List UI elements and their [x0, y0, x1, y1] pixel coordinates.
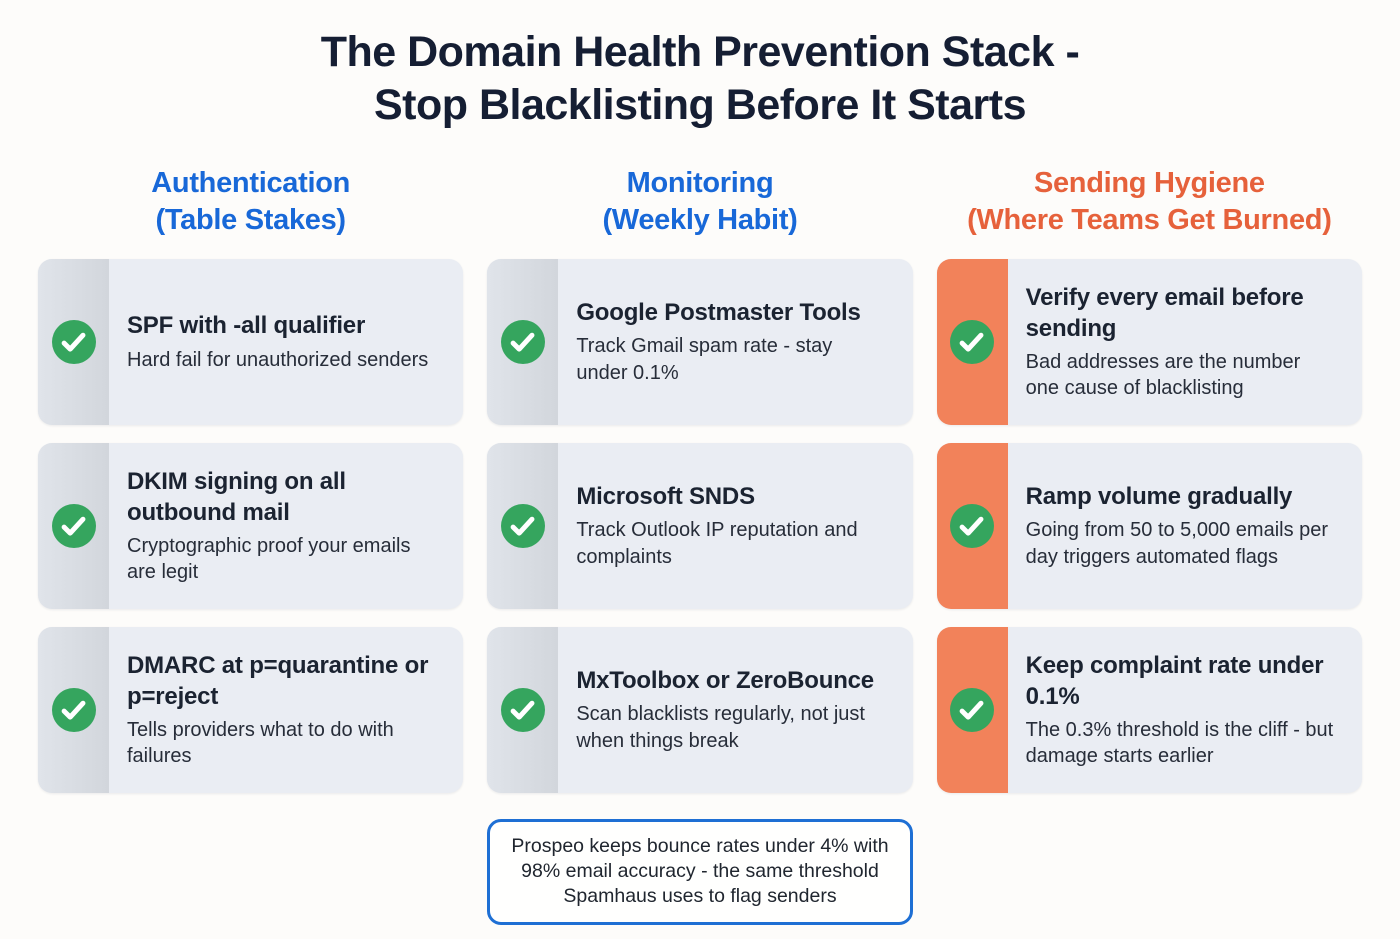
column-header-line-1: Sending Hygiene — [1033, 166, 1265, 199]
card-description: Bad addresses are the number one cause o… — [1025, 350, 1301, 400]
check-icon — [51, 503, 96, 548]
column-header-line-2: (Weekly Habit) — [602, 204, 798, 237]
column-header-sending-hygiene: Sending Hygiene (Where Teams Get Burned) — [937, 165, 1362, 242]
card-description: Hard fail for unauthorized senders — [127, 348, 429, 371]
card-description: The 0.3% threshold is the cliff - but da… — [1025, 718, 1334, 768]
card-sending-hygiene-3: Keep complaint rate under 0.1% The 0.3% t… — [936, 626, 1362, 793]
card-accent-strip — [487, 626, 559, 793]
card-accent-strip — [38, 626, 109, 793]
card-title: SPF with -all qualifier — [127, 312, 366, 340]
page-title: The Domain Health Prevention Stack - Stop… — [0, 26, 1400, 133]
columns-grid: Authentication (Table Stakes) SPF with -al… — [0, 165, 1400, 793]
card-description: Going from 50 to 5,000 emails per day tr… — [1025, 519, 1329, 568]
check-icon — [51, 319, 96, 364]
card-accent-strip — [487, 442, 559, 609]
page-title-line-1: The Domain Health Prevention Stack - — [320, 28, 1080, 76]
card-accent-strip — [487, 258, 559, 425]
card-title: Verify every email before sending — [1025, 283, 1304, 342]
check-icon — [500, 319, 545, 364]
card-description: Tells providers what to do with failures — [127, 718, 394, 768]
card-description: Scan blacklists regularly, not just when… — [576, 703, 865, 752]
card-title: Google Postmaster Tools — [576, 299, 861, 327]
card-accent-strip — [38, 258, 109, 425]
card-accent-strip — [936, 442, 1008, 609]
card-content: Microsoft SNDS Track Outlook IP reputatio… — [558, 443, 912, 609]
card-title: DKIM signing on all outbound mail — [127, 467, 346, 526]
card-title: Ramp volume gradually — [1025, 483, 1293, 511]
card-accent-strip — [936, 258, 1008, 425]
check-icon — [950, 319, 995, 364]
check-icon — [500, 503, 545, 548]
check-icon — [950, 503, 995, 548]
column-monitoring: Monitoring (Weekly Habit) Google Postmaste… — [487, 165, 913, 793]
column-sending-hygiene: Sending Hygiene (Where Teams Get Burned) V… — [936, 165, 1362, 793]
card-title: Keep complaint rate under 0.1% — [1025, 651, 1324, 710]
column-header-line-2: (Where Teams Get Burned) — [967, 204, 1332, 237]
column-header-line-1: Monitoring — [626, 166, 774, 199]
column-header-monitoring: Monitoring (Weekly Habit) — [487, 165, 912, 242]
card-description: Track Outlook IP reputation and complain… — [576, 519, 858, 568]
column-header-authentication: Authentication (Table Stakes) — [38, 165, 463, 242]
page-title-line-2: Stop Blacklisting Before It Starts — [373, 81, 1027, 130]
check-icon — [51, 687, 96, 732]
column-authentication: Authentication (Table Stakes) SPF with -al… — [38, 165, 464, 793]
card-title: Microsoft SNDS — [576, 483, 755, 511]
footer-note: Prospeo keeps bounce rates under 4% with… — [487, 818, 913, 925]
card-description: Track Gmail spam rate - stay under 0.1% — [576, 335, 833, 384]
card-accent-strip — [936, 626, 1008, 793]
card-content: Keep complaint rate under 0.1% The 0.3% t… — [1008, 627, 1362, 793]
card-title: MxToolbox or ZeroBounce — [576, 667, 874, 695]
column-header-line-2: (Table Stakes) — [155, 204, 347, 237]
card-accent-strip — [38, 442, 109, 609]
card-description: Cryptographic proof your emails are legi… — [127, 534, 411, 584]
check-icon — [500, 687, 545, 732]
card-title: DMARC at p=quarantine or p=reject — [127, 651, 429, 710]
footer-note-text: Prospeo keeps bounce rates under 4% with… — [511, 834, 889, 908]
column-header-line-1: Authentication — [151, 166, 351, 199]
card-monitoring-2: Microsoft SNDS Track Outlook IP reputatio… — [487, 442, 913, 609]
check-icon — [950, 687, 995, 732]
